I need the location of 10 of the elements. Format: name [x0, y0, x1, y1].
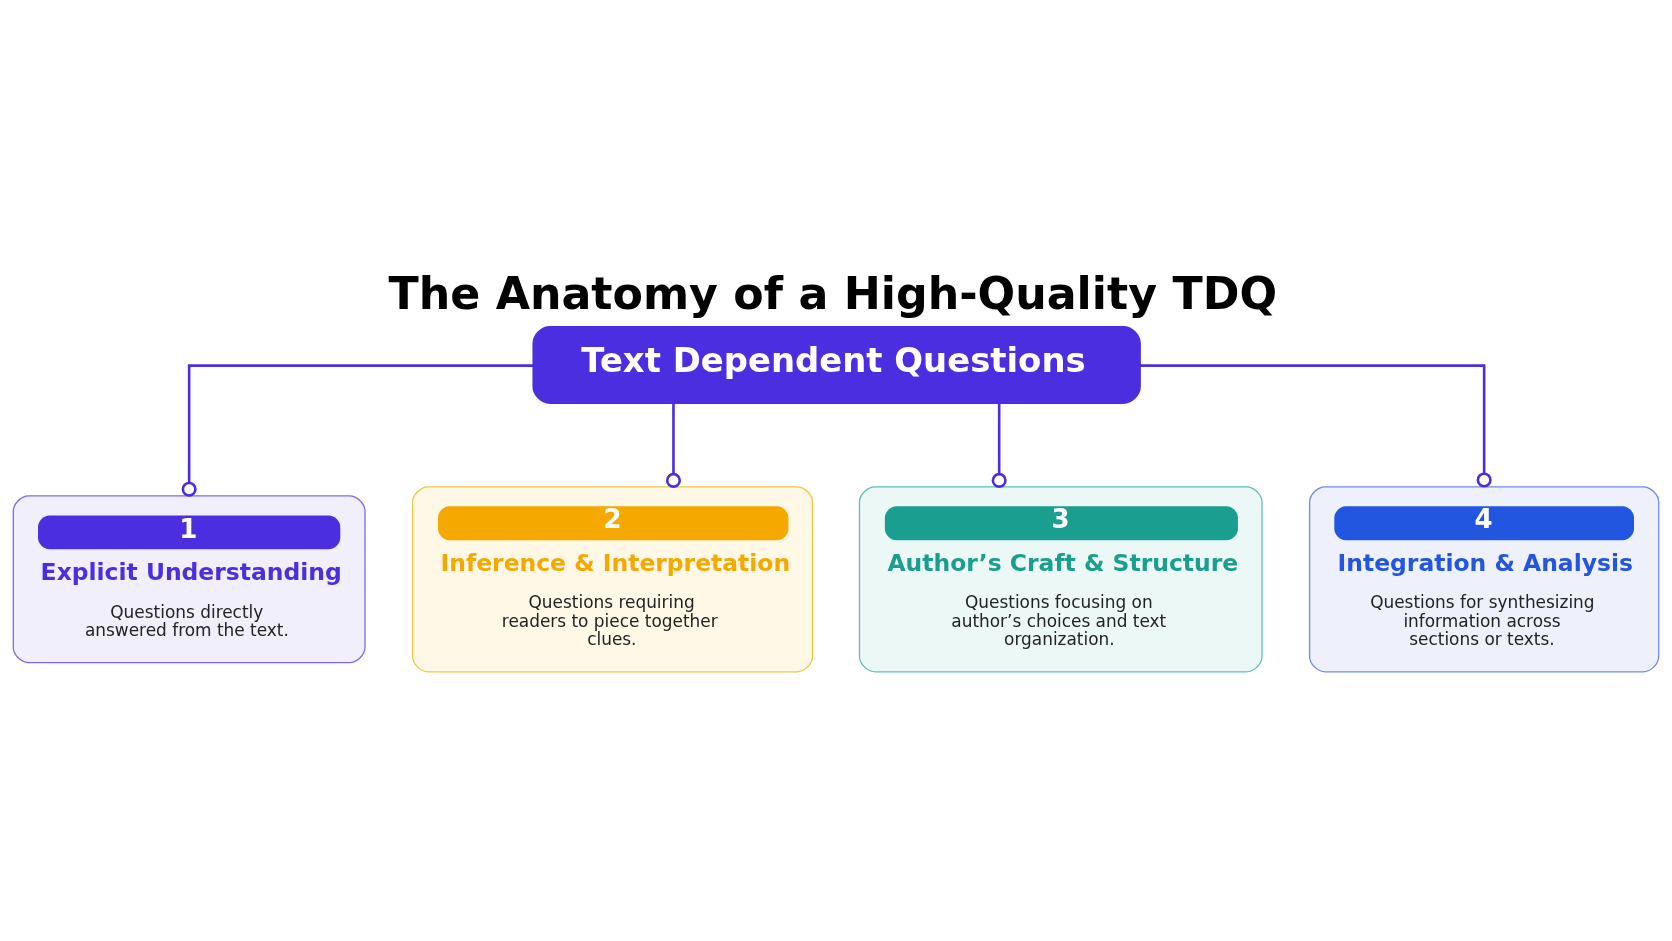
node-box: 2 Inference & Interpretation Questions requiring readers to piece together clues. [411, 486, 814, 673]
connector [181, 364, 535, 497]
node-box: Text Dependent Questions [532, 325, 1141, 405]
node-box: 3 Author’s Craft & Structure Questions focusing on author’s choices and text organization. [858, 486, 1263, 673]
connector [991, 402, 1007, 488]
node-box: 4 Integration & Analysis Questions for synthesizing information across sections or texts. [1308, 486, 1660, 673]
connector [665, 402, 682, 488]
connector [1139, 364, 1492, 488]
node-box: 1 Explicit Understanding Questions directly answered from the text. [12, 495, 366, 664]
diagram-title: The Anatomy of a High-Quality TDQ [388, 267, 1278, 319]
